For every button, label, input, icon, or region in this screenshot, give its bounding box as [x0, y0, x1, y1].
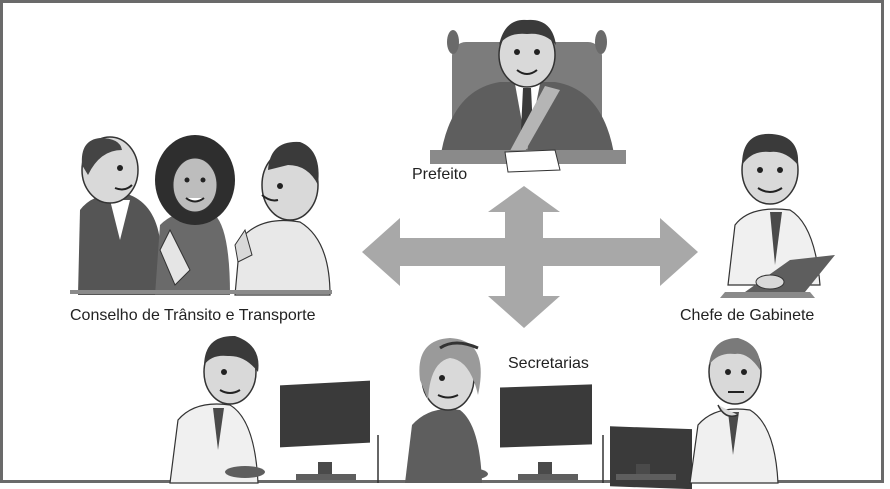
- chief-figure: [720, 133, 835, 298]
- label-chief: Chefe de Gabinete: [680, 307, 815, 324]
- mayor-figure: [430, 19, 626, 173]
- secretary-figure-2: [405, 338, 592, 483]
- four-way-arrow: [362, 186, 698, 328]
- label-council: Conselho de Trânsito e Transporte: [70, 307, 316, 324]
- label-secretaries: Secretarias: [508, 355, 589, 372]
- label-mayor: Prefeito: [412, 166, 468, 183]
- council-figures: [70, 135, 332, 296]
- secretary-figure-1: [169, 335, 370, 484]
- secretary-figure-3: [610, 338, 779, 489]
